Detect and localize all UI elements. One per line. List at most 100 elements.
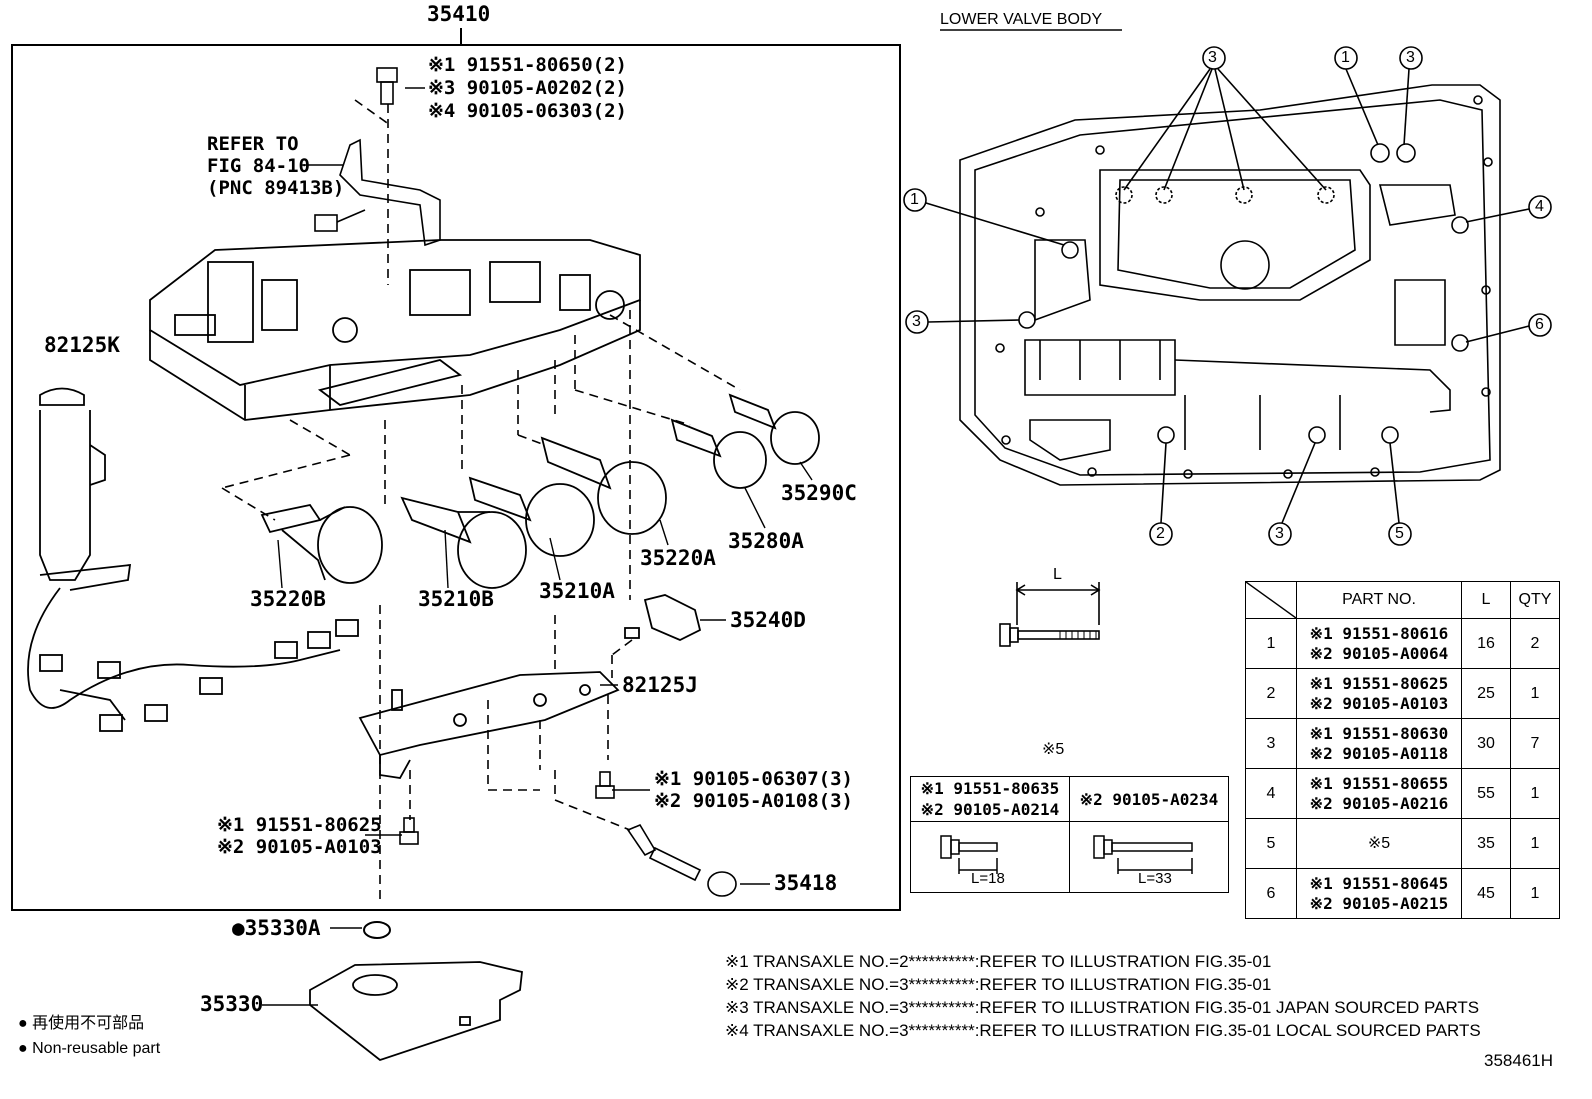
row-qty: 1 (1510, 668, 1560, 719)
bolt-mid (595, 771, 615, 799)
row-no: 3 (1245, 718, 1297, 769)
row-qty: 1 (1510, 868, 1560, 919)
solenoid-35290C (728, 393, 820, 465)
main-part-number: 35410 (427, 2, 491, 26)
solenoid-35210A (468, 476, 595, 557)
label-35280A: 35280A (728, 529, 804, 553)
part-number-2: ※2 90105-A0118 (1309, 743, 1449, 763)
row-part-numbers: ※1 91551-80625※2 90105-A0103 (1296, 668, 1462, 719)
harness-bracket-drawing (314, 138, 441, 247)
part-number-1: ※1 91551-80645 (1309, 873, 1449, 893)
kome5-left-parts: ※1 91551-80635 ※2 90105-A0214 (910, 776, 1070, 822)
legend-english: ● Non-reusable part (18, 1040, 161, 1057)
table-row: 3 ※1 91551-80630※2 90105-A0118 30 7 (1245, 718, 1560, 769)
solenoid-35220B (260, 503, 383, 584)
refer-line-3: (PNC 89413B) (207, 177, 345, 199)
bolt-label-3: ※3 90105-A0202(2) (428, 77, 627, 99)
label-82125J: 82125J (622, 673, 698, 697)
solenoid-35240D (624, 594, 702, 641)
legend-japanese: ● 再使用不可部品 (18, 1015, 145, 1032)
bracket-82125J-drawing (358, 671, 620, 779)
label-35330: 35330 (200, 992, 264, 1016)
callout-circles (903, 46, 1552, 546)
part-number-1: ※1 91551-80616 (1309, 623, 1449, 643)
valve-body-drawing (149, 239, 641, 421)
part-number-1: ※1 91551-80630 (1309, 723, 1449, 743)
lower-valve-body-drawing (959, 84, 1501, 486)
row-part-numbers: ※1 91551-80645※2 90105-A0215 (1296, 868, 1462, 919)
lower-valve-body-title: LOWER VALVE BODY (940, 11, 1103, 28)
bolt-length-label: L (1053, 566, 1062, 583)
solenoid-35210B (400, 496, 527, 589)
row-qty: 1 (1510, 818, 1560, 869)
table-corner-cell (1245, 581, 1297, 619)
label-35290C: 35290C (781, 481, 857, 505)
part-number-1: ※1 91551-80655 (1309, 773, 1449, 793)
table-row: 4 ※1 91551-80655※2 90105-A0216 55 1 (1245, 768, 1560, 819)
header-length: L (1461, 581, 1511, 619)
table-row: 2 ※1 91551-80625※2 90105-A0103 25 1 (1245, 668, 1560, 719)
label-35220A: 35220A (640, 546, 716, 570)
row-length: 45 (1461, 868, 1511, 919)
row-part-numbers: ※1 91551-80616※2 90105-A0064 (1296, 618, 1462, 669)
callout-number: 3 (1406, 49, 1415, 66)
bolt-mid-label-1: ※1 90105-06307(3) (654, 768, 853, 790)
bolt-top (376, 67, 398, 105)
figure-id: 358461H (1484, 1051, 1554, 1070)
header-qty: QTY (1510, 581, 1560, 619)
row-qty: 2 (1510, 618, 1560, 669)
row-length: 16 (1461, 618, 1511, 669)
sensor-35418-drawing (626, 823, 737, 897)
kome5-left-part-2: ※2 90105-A0214 (920, 800, 1060, 819)
label-35210B: 35210B (418, 587, 494, 611)
label-35210A: 35210A (539, 579, 615, 603)
row-length: 25 (1461, 668, 1511, 719)
label-82125K: 82125K (44, 333, 120, 357)
kome5-table: ※1 91551-80635 ※2 90105-A0214 ※2 90105-A… (910, 776, 1229, 893)
callout-number: 4 (1535, 198, 1544, 215)
bolt-length-drawing (999, 582, 1101, 647)
table-row: 6 ※1 91551-80645※2 90105-A0215 45 1 (1245, 868, 1560, 919)
row-length: 30 (1461, 718, 1511, 769)
note-1: ※1 TRANSAXLE NO.=2**********:REFER TO IL… (725, 952, 1272, 971)
bolt-low (399, 817, 419, 845)
table-row: 5 ※5 35 1 (1245, 818, 1560, 869)
label-35330A: ●35330A (232, 916, 321, 940)
kome5-left-bolt: L=18 (910, 821, 1070, 893)
note-4: ※4 TRANSAXLE NO.=3**********:REFER TO IL… (725, 1021, 1481, 1040)
refer-line-2: FIG 84-10 (207, 155, 310, 177)
bolt-18-drawing (940, 835, 998, 874)
bolt-low-label-1: ※1 91551-80625 (217, 814, 382, 836)
row-qty: 1 (1510, 768, 1560, 819)
callout-number: 5 (1395, 525, 1404, 542)
row-no: 1 (1245, 618, 1297, 669)
strainer-35330-drawing (309, 961, 523, 1062)
part-number-2: ※2 90105-A0064 (1309, 643, 1449, 663)
row-qty: 7 (1510, 718, 1560, 769)
part-number-1: ※1 91551-80625 (1309, 673, 1449, 693)
callout-number: 2 (1156, 525, 1165, 542)
row-no: 5 (1245, 818, 1297, 869)
note-2: ※2 TRANSAXLE NO.=3**********:REFER TO IL… (725, 975, 1272, 994)
table-row: 1 ※1 91551-80616※2 90105-A0064 16 2 (1245, 618, 1560, 669)
label-35220B: 35220B (250, 587, 326, 611)
part-number-2: ※2 90105-A0103 (1309, 693, 1449, 713)
row-no: 2 (1245, 668, 1297, 719)
row-part-numbers: ※1 91551-80655※2 90105-A0216 (1296, 768, 1462, 819)
callout-number: 3 (1208, 49, 1217, 66)
kome5-title: ※5 (1042, 741, 1065, 758)
bolt-33-length: L=33 (1138, 870, 1172, 887)
harness-82125K-drawing (27, 387, 359, 732)
bolt-label-4: ※4 90105-06303(2) (428, 100, 627, 122)
row-part-numbers: ※5 (1296, 818, 1462, 869)
label-35240D: 35240D (730, 608, 806, 632)
callout-number: 3 (912, 313, 921, 330)
refer-line-1: REFER TO (207, 133, 299, 155)
kome5-right-part: ※2 90105-A0234 (1069, 776, 1229, 822)
part-number-2: ※2 90105-A0215 (1309, 893, 1449, 913)
bolt-low-label-2: ※2 90105-A0103 (217, 836, 382, 858)
part-number-2: ※2 90105-A0216 (1309, 793, 1449, 813)
note-3: ※3 TRANSAXLE NO.=3**********:REFER TO IL… (725, 998, 1480, 1017)
